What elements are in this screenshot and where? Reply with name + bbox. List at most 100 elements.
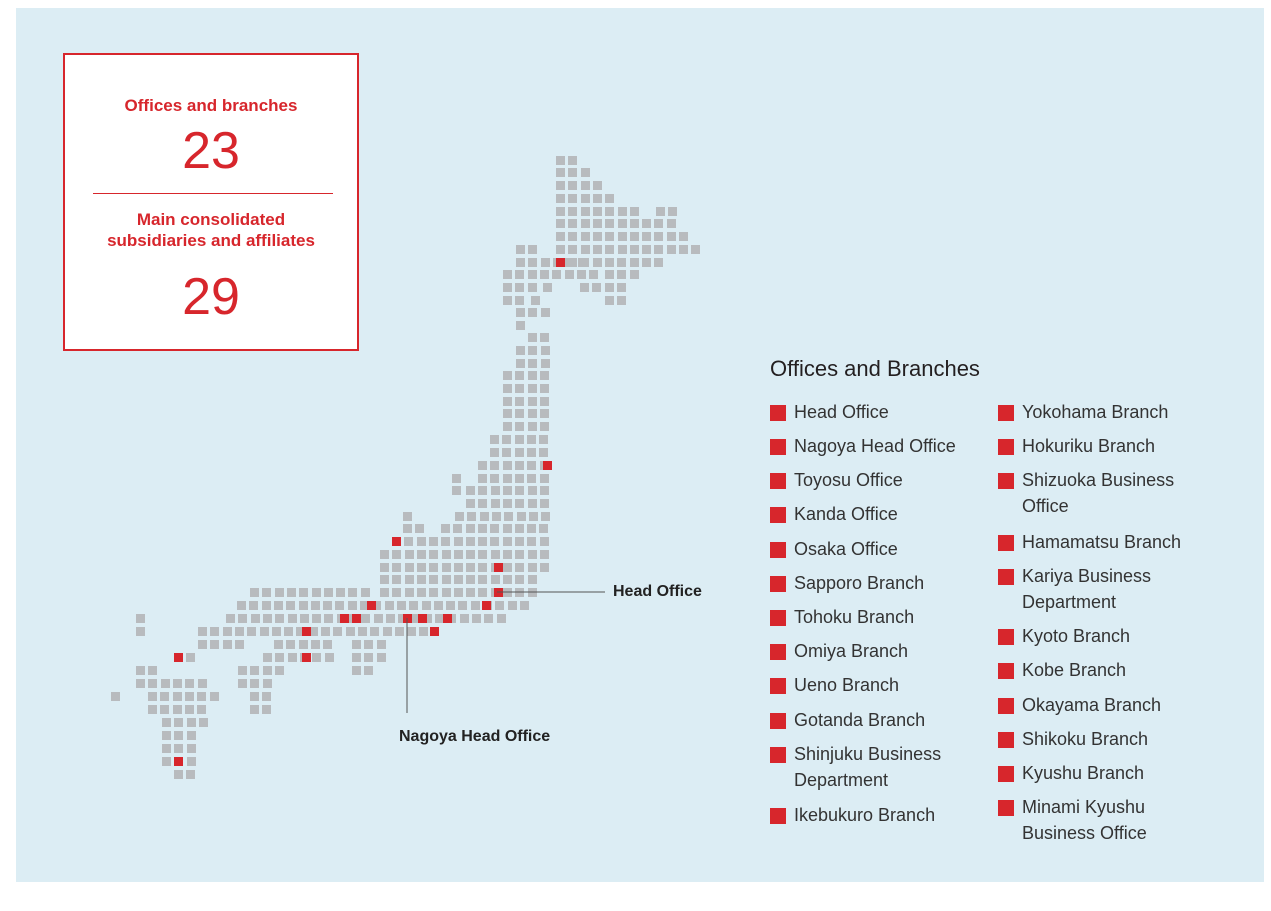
land-cell (515, 270, 524, 279)
land-cell (618, 232, 627, 241)
land-cell (466, 575, 475, 584)
land-cell (174, 770, 183, 779)
land-cell (162, 744, 171, 753)
land-cell (383, 627, 392, 636)
land-cell (417, 537, 426, 546)
land-cell (185, 705, 194, 714)
land-cell (503, 422, 512, 431)
land-cell (517, 512, 526, 521)
land-cell (186, 770, 195, 779)
land-cell (656, 207, 665, 216)
land-cell (527, 448, 536, 457)
land-cell (198, 627, 207, 636)
land-cell (503, 461, 512, 470)
office-marker-icon (352, 614, 361, 623)
land-cell (454, 563, 463, 572)
land-cell (187, 718, 196, 727)
office-marker-icon (770, 610, 786, 626)
land-cell (454, 550, 463, 559)
land-cell (197, 705, 206, 714)
land-cell (528, 409, 537, 418)
land-cell (187, 731, 196, 740)
land-cell (503, 283, 512, 292)
land-cell (250, 692, 259, 701)
land-cell (429, 563, 438, 572)
legend-title: Offices and Branches (770, 356, 980, 381)
land-cell (528, 283, 537, 292)
land-cell (380, 588, 389, 597)
land-cell (568, 258, 577, 267)
land-cell (364, 666, 373, 675)
legend-item-label: Kanda Office (794, 504, 898, 524)
land-cell (503, 499, 512, 508)
land-cell (346, 627, 355, 636)
land-cell (630, 232, 639, 241)
land-cell (605, 296, 614, 305)
land-cell (528, 359, 537, 368)
land-cell (417, 575, 426, 584)
land-cell (199, 718, 208, 727)
land-cell (515, 409, 524, 418)
legend-item-label: Hamamatsu Branch (1022, 532, 1182, 552)
land-cell (515, 296, 524, 305)
land-cell (446, 601, 455, 610)
land-cell (642, 219, 651, 228)
office-marker-icon (770, 405, 786, 421)
land-cell (484, 614, 493, 623)
office-marker-icon (174, 653, 183, 662)
subsidiaries-label: Main consolidated subsidiaries and affil… (65, 209, 357, 251)
land-cell (556, 245, 565, 254)
land-cell (274, 601, 283, 610)
land-cell (605, 219, 614, 228)
land-cell (556, 168, 565, 177)
land-cell (262, 705, 271, 714)
land-cell (442, 563, 451, 572)
land-cell (667, 219, 676, 228)
land-cell (352, 653, 361, 662)
land-cell (605, 270, 614, 279)
land-cell (516, 321, 525, 330)
land-cell (504, 512, 513, 521)
land-cell (503, 409, 512, 418)
land-cell (324, 588, 333, 597)
land-cell (275, 588, 284, 597)
land-cell (404, 537, 413, 546)
office-marker-icon (770, 644, 786, 660)
office-marker-icon (998, 629, 1014, 645)
land-cell (543, 283, 552, 292)
land-cell (263, 614, 272, 623)
legend-item-label: Kobe Branch (1022, 660, 1127, 680)
land-cell (299, 640, 308, 649)
land-cell (454, 588, 463, 597)
land-cell (490, 537, 499, 546)
land-cell (642, 258, 651, 267)
land-cell (455, 512, 464, 521)
land-cell (275, 666, 284, 675)
land-cell (419, 627, 428, 636)
land-cell (556, 194, 565, 203)
land-cell (429, 550, 438, 559)
land-cell (312, 614, 321, 623)
land-cell (515, 435, 524, 444)
land-cell (260, 627, 269, 636)
land-cell (398, 614, 407, 623)
land-cell (325, 653, 334, 662)
land-cell (361, 588, 370, 597)
land-cell (380, 563, 389, 572)
land-cell (392, 563, 401, 572)
land-cell (251, 614, 260, 623)
land-cell (508, 601, 517, 610)
land-cell (478, 499, 487, 508)
land-cell (272, 627, 281, 636)
land-cell (556, 232, 565, 241)
land-cell (540, 422, 549, 431)
land-cell (528, 245, 537, 254)
office-marker-icon (770, 713, 786, 729)
land-cell (581, 181, 590, 190)
land-cell (642, 245, 651, 254)
land-cell (185, 692, 194, 701)
legend-item-label: Yokohama Branch (1022, 402, 1169, 422)
office-marker-icon (998, 766, 1014, 782)
land-cell (478, 474, 487, 483)
subsidiaries-label-line1: Main consolidated (136, 210, 286, 229)
